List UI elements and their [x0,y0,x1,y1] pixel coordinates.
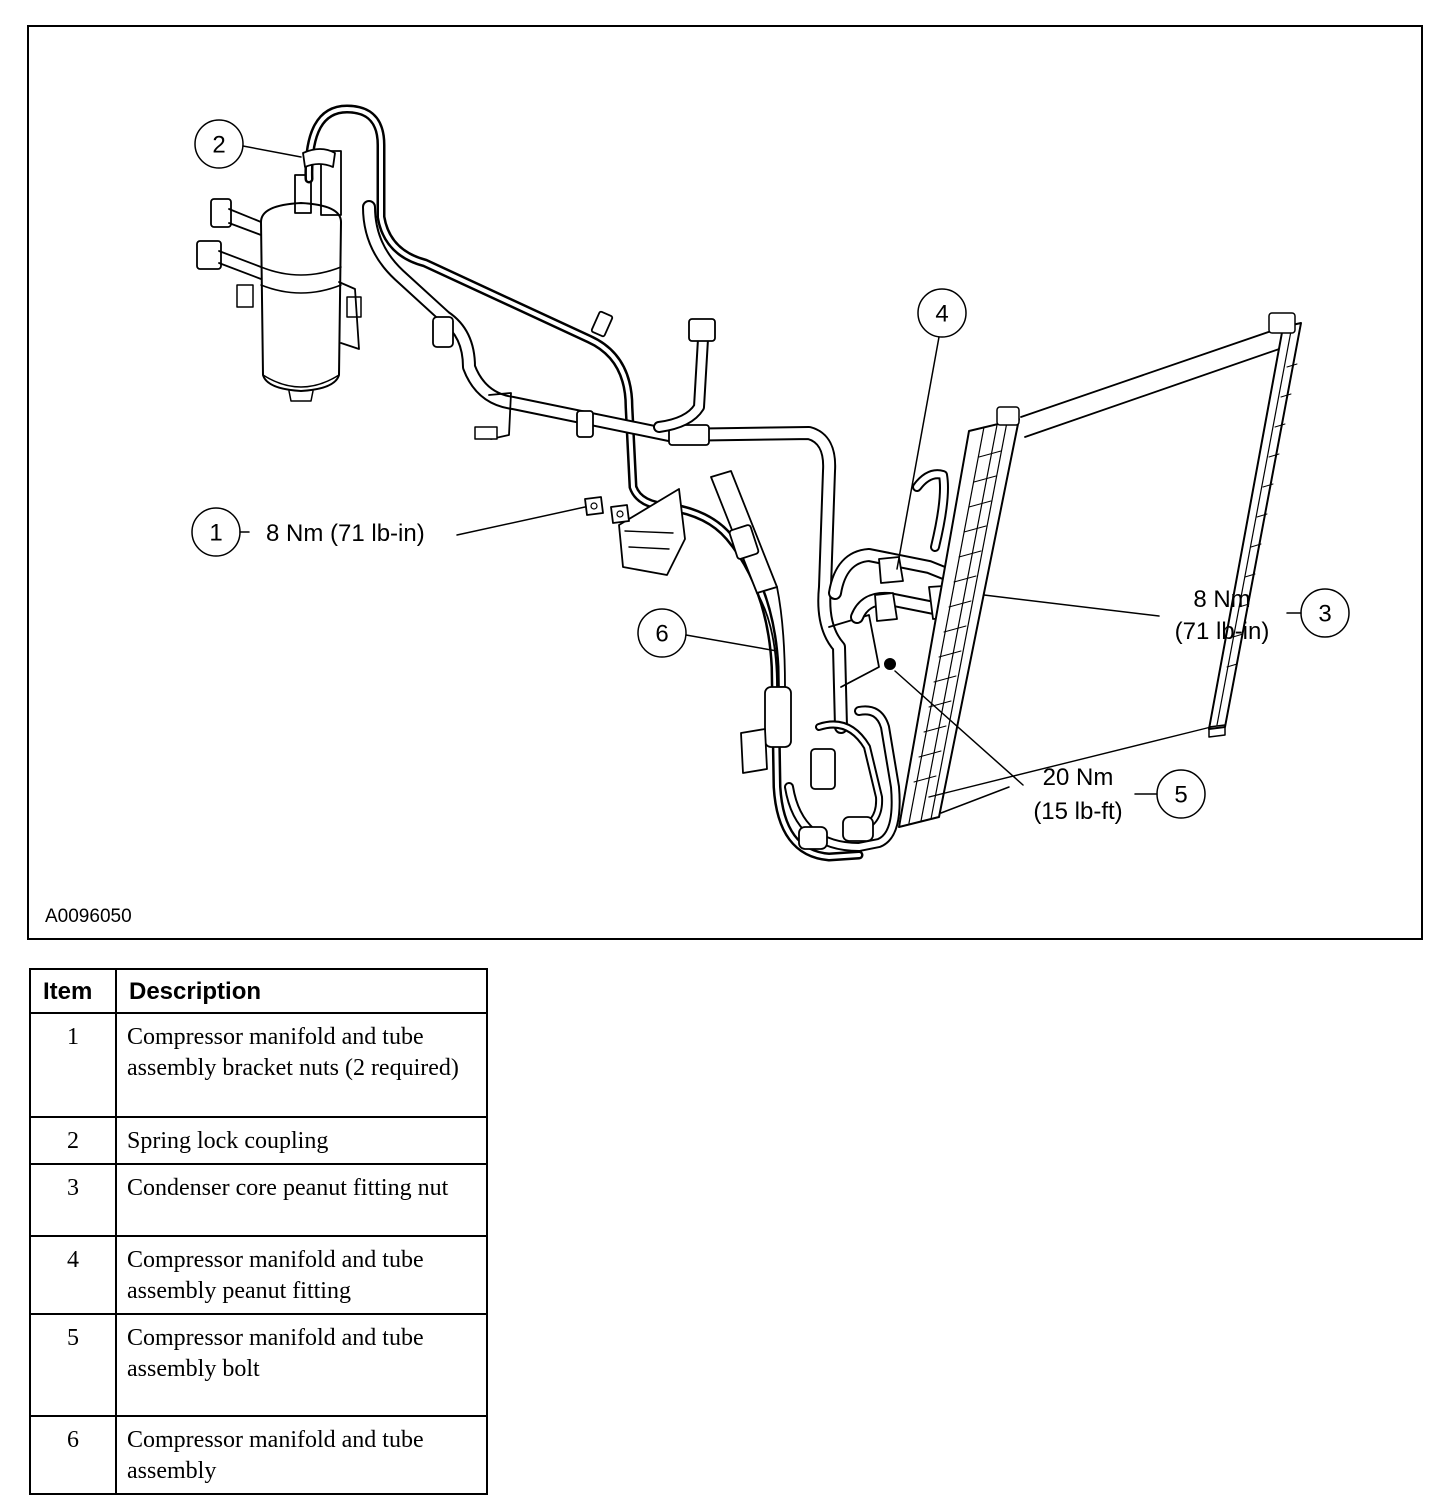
callout-circle-6 [637,608,687,658]
legend-item-description: Compressor manifold and tube assembly bo… [115,1313,488,1417]
legend-header-item: Item [29,968,117,1014]
callout-leader-1 [456,506,586,536]
torque-label-5-line-1: 20 Nm [1043,764,1114,791]
torque-label-1: 8 Nm (71 lb-in) [266,520,425,547]
legend-item-number: 1 [29,1012,117,1118]
legend-item-number: 2 [29,1116,117,1165]
manifold-bracket [584,488,686,576]
callout-number-5: 5 [1174,782,1187,809]
diagram-figure: 1 2 3 4 5 6 8 Nm (71 lb-in) 8 Nm (71 lb-… [27,25,1423,940]
legend-row: 1 Compressor manifold and tube assembly … [29,1012,488,1118]
legend-header-row: Item Description [29,968,488,1014]
callout-leader-6 [685,634,778,652]
legend-item-description: Compressor manifold and tube assembly [115,1415,488,1495]
callout-circle-4 [917,288,967,338]
legend-header-description: Description [115,968,488,1014]
callout-number-6: 6 [655,621,668,648]
callout-number-4: 4 [935,301,948,328]
legend-item-number: 5 [29,1313,117,1417]
callout-leader-5c [940,786,1010,814]
legend-item-number: 3 [29,1163,117,1237]
callout-leader-4 [896,336,940,570]
callout-leader-5b [894,670,1024,786]
legend-item-description: Condenser core peanut fitting nut [115,1163,488,1237]
figure-id: A0096050 [45,906,132,927]
callout-number-1: 1 [209,520,222,547]
receiver-drier [196,150,362,402]
torque-label-3-line-1: 8 Nm [1193,586,1250,613]
condenser-core [898,312,1302,828]
torque-label-3-line-2: (71 lb-in) [1175,618,1270,645]
legend-row: 2 Spring lock coupling [29,1116,488,1165]
compressor-manifold [784,614,901,852]
legend-item-description: Compressor manifold and tube assembly br… [115,1012,488,1118]
legend-item-number: 6 [29,1415,117,1495]
diagram-drawing: 1 2 3 4 5 6 8 Nm (71 lb-in) 8 Nm (71 lb-… [45,104,1350,927]
callout-leader-2 [242,145,302,158]
legend-row: 5 Compressor manifold and tube assembly … [29,1313,488,1417]
legend-row: 6 Compressor manifold and tube assembly [29,1415,488,1495]
callout-number-2: 2 [212,132,225,159]
callout-number-3: 3 [1318,601,1331,628]
legend-item-description: Compressor manifold and tube assembly pe… [115,1235,488,1315]
torque-label-5-line-2: (15 lb-ft) [1033,798,1122,825]
legend-table: Item Description 1 Compressor manifold a… [29,968,488,1495]
discharge-hose [710,470,792,774]
suction-line [362,200,848,734]
callout-leader-3 [983,594,1160,617]
legend-row: 3 Condenser core peanut fitting nut [29,1163,488,1237]
liquid-line [302,104,864,862]
callout-circle-2 [194,119,244,169]
legend-item-description: Spring lock coupling [115,1116,488,1165]
legend-row: 4 Compressor manifold and tube assembly … [29,1235,488,1315]
callout-markers [191,119,1350,819]
legend-item-number: 4 [29,1235,117,1315]
